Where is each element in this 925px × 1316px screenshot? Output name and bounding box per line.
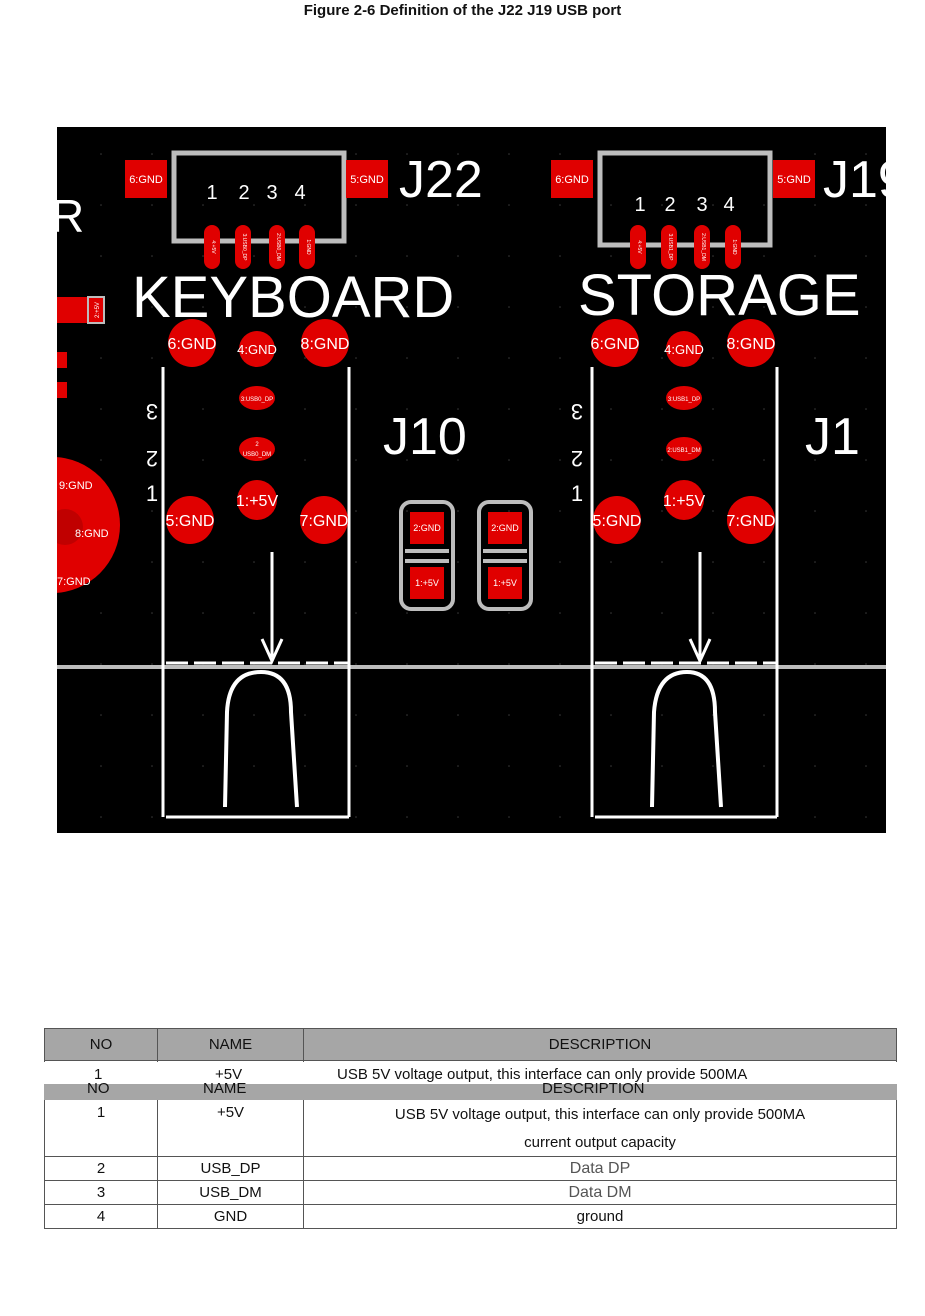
svg-text:2:USB1_DM: 2:USB1_DM <box>667 448 700 454</box>
svg-text:7:GND: 7:GND <box>57 576 91 588</box>
cell-description: ground <box>303 1204 897 1229</box>
left-edge-parts: R 2:+5V 9:GND 8:GND 7:GND <box>57 190 120 593</box>
svg-text:2: 2 <box>146 446 158 471</box>
svg-text:4:GND: 4:GND <box>664 342 704 357</box>
svg-text:7:GND: 7:GND <box>300 513 349 530</box>
cell-description: Data DP <box>303 1156 897 1181</box>
cell-ghost-spacer <box>44 1060 158 1100</box>
j1-footprint: 6:GND 4:GND 8:GND 3:USB1_DP 2:USB1_DM 1:… <box>571 319 860 819</box>
svg-text:1:GND: 1:GND <box>305 239 311 255</box>
svg-text:3:USB0_DP: 3:USB0_DP <box>241 234 247 262</box>
svg-text:1:+5V: 1:+5V <box>236 493 279 510</box>
cell-description-cont: current output capacity <box>303 1128 897 1157</box>
svg-text:4: 4 <box>294 182 305 204</box>
svg-text:8:GND: 8:GND <box>301 336 350 353</box>
svg-text:R: R <box>57 190 84 242</box>
svg-text:1:GND: 1:GND <box>731 239 737 255</box>
svg-text:8:GND: 8:GND <box>727 336 776 353</box>
table-row: 4 GND ground <box>44 1204 897 1229</box>
table-header-row: NO NAME DESCRIPTION <box>44 1028 897 1061</box>
cell-description: Data DM <box>303 1180 897 1205</box>
table-row: 2 USB_DP Data DP <box>44 1156 897 1181</box>
svg-text:J1: J1 <box>805 408 860 466</box>
svg-text:4:+5V: 4:+5V <box>636 240 642 254</box>
svg-text:1: 1 <box>571 481 583 506</box>
svg-text:7:GND: 7:GND <box>727 513 776 530</box>
pin-definition-table: NO NAME DESCRIPTION 1 +5V USB 5V voltage… <box>44 1028 897 1229</box>
figure-caption: Figure 2-6 Definition of the J22 J19 USB… <box>303 2 622 19</box>
svg-text:1:+5V: 1:+5V <box>415 578 439 588</box>
header-name: NAME <box>157 1028 304 1061</box>
cell-no: 2 <box>44 1156 158 1181</box>
cell-no: 3 <box>44 1180 158 1205</box>
cell-name: GND <box>157 1204 304 1229</box>
svg-text:2:GND: 2:GND <box>413 523 441 533</box>
svg-text:6:GND: 6:GND <box>555 174 589 186</box>
keyboard-label: KEYBOARD <box>132 265 454 330</box>
j19-header: 6:GND 5:GND J19 1 2 3 4 4:+5V 3:USB1_DP … <box>551 150 886 328</box>
svg-text:3: 3 <box>696 194 707 216</box>
svg-text:3: 3 <box>266 182 277 204</box>
svg-text:4:+5V: 4:+5V <box>210 240 216 254</box>
svg-text:1: 1 <box>146 481 158 506</box>
svg-text:3:USB1_DP: 3:USB1_DP <box>668 397 700 403</box>
svg-text:J10: J10 <box>383 408 467 466</box>
svg-text:9:GND: 9:GND <box>59 480 93 492</box>
svg-text:3: 3 <box>146 399 158 424</box>
svg-text:2:+5V: 2:+5V <box>95 302 101 318</box>
svg-text:2:GND: 2:GND <box>491 523 519 533</box>
svg-text:2: 2 <box>238 182 249 204</box>
svg-text:5:GND: 5:GND <box>593 513 642 530</box>
cell-description: USB 5V voltage output, this interface ca… <box>303 1099 897 1128</box>
svg-text:2: 2 <box>255 442 259 448</box>
svg-text:5:GND: 5:GND <box>166 513 215 530</box>
table-row: 3 USB_DM Data DM <box>44 1180 897 1205</box>
header-no: NO <box>44 1028 158 1061</box>
svg-text:3:USB1_DP: 3:USB1_DP <box>667 234 673 262</box>
header-description: DESCRIPTION <box>303 1028 897 1061</box>
j22-header: 6:GND 5:GND J22 1 2 3 4 4:+5V 3:USB0_DP … <box>125 150 483 330</box>
svg-text:6:GND: 6:GND <box>591 336 640 353</box>
cell-name: +5V <box>157 1099 304 1157</box>
svg-text:6:GND: 6:GND <box>168 336 217 353</box>
svg-text:1: 1 <box>634 194 645 216</box>
svg-text:4: 4 <box>723 194 734 216</box>
svg-text:2: 2 <box>571 446 583 471</box>
svg-text:1:+5V: 1:+5V <box>493 578 517 588</box>
svg-text:J22: J22 <box>399 151 483 209</box>
svg-text:USB0_DM: USB0_DM <box>243 452 271 458</box>
table-row: 1 +5V USB 5V voltage output, this interf… <box>44 1099 897 1157</box>
svg-text:8:GND: 8:GND <box>75 528 109 540</box>
pcb-figure: R 2:+5V 9:GND 8:GND 7:GND 6:GND 5:GND J2… <box>57 127 886 833</box>
svg-text:2:USB0_DM: 2:USB0_DM <box>275 233 281 261</box>
svg-text:4:GND: 4:GND <box>237 342 277 357</box>
svg-text:1:+5V: 1:+5V <box>663 493 706 510</box>
svg-text:1: 1 <box>206 182 217 204</box>
cell-ghost-spacer <box>157 1060 304 1100</box>
storage-label: STORAGE <box>578 263 861 328</box>
svg-text:2: 2 <box>664 194 675 216</box>
cell-ghost-spacer <box>303 1060 897 1100</box>
cell-name: USB_DP <box>157 1156 304 1181</box>
j10-footprint: 6:GND 4:GND 8:GND 3:USB0_DP 2 USB0_DM 1:… <box>146 319 467 819</box>
cell-name: USB_DM <box>157 1180 304 1205</box>
svg-text:3:USB0_DP: 3:USB0_DP <box>241 397 273 403</box>
cell-no: 4 <box>44 1204 158 1229</box>
svg-text:6:GND: 6:GND <box>129 174 163 186</box>
svg-text:3: 3 <box>571 399 583 424</box>
svg-text:5:GND: 5:GND <box>777 174 811 186</box>
svg-text:5:GND: 5:GND <box>350 174 384 186</box>
svg-text:2:USB1_DM: 2:USB1_DM <box>700 233 706 261</box>
svg-text:J19: J19 <box>823 151 886 209</box>
cell-no: 1 <box>44 1099 158 1157</box>
capacitors: 2:GND 1:+5V 2:GND 1:+5V <box>399 500 533 611</box>
table-row <box>44 1060 897 1100</box>
